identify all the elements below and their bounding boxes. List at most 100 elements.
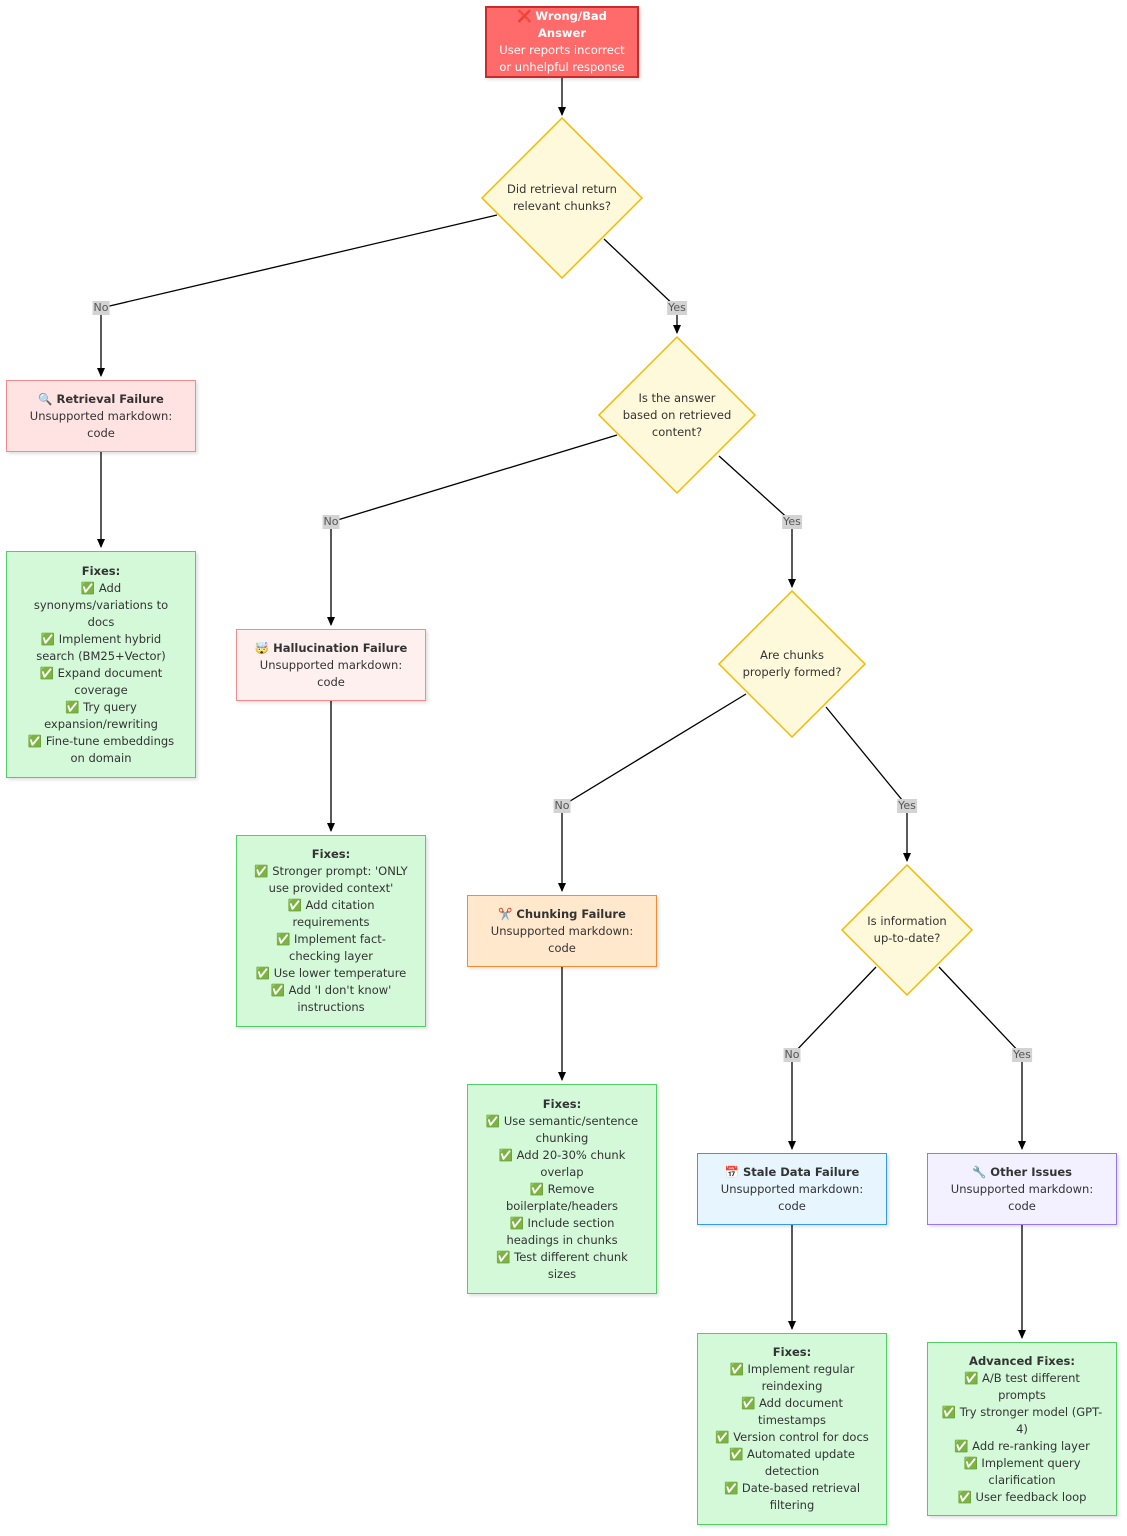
stale-data-fixes-node: Fixes: ✅ Implement regular reindexing ✅ … [697, 1333, 887, 1525]
fix-line: ✅ Add document [741, 1396, 843, 1410]
fix-line: expansion/rewriting [44, 716, 158, 731]
fix-line: search (BM25+Vector) [36, 648, 166, 663]
fix-line: checking layer [289, 949, 373, 963]
fix-line: ✅ Expand document [39, 665, 163, 680]
decision-chunks-formed: Are chunks properly formed? [717, 589, 867, 739]
node-line: code [548, 940, 576, 955]
fix-line: chunking [535, 1130, 589, 1145]
fix-line: headings in chunks [506, 1232, 618, 1247]
hallucination-fixes-node: Fixes: ✅ Stronger prompt: 'ONLY use prov… [236, 835, 426, 1027]
fix-line: ✅ Implement fact- [276, 932, 386, 946]
edge-d1-no [97, 214, 498, 377]
retrieval-fixes-node: Fixes: ✅ Add synonyms/variations to docs… [6, 551, 196, 778]
fix-line: 4) [1016, 1421, 1028, 1436]
fix-line: ✅ Use lower temperature [255, 966, 407, 980]
fix-line: ✅ Implement regular [729, 1362, 855, 1376]
fix-line: ✅ Implement query [963, 1455, 1081, 1470]
decision-text: relevant chunks? [512, 199, 612, 213]
node-title: Fixes: [311, 847, 351, 861]
start-node-line: or unhelpful response [499, 60, 625, 74]
fix-line: filtering [769, 1498, 815, 1512]
fix-line: docs [87, 614, 115, 629]
node-title: Fixes: [542, 1096, 582, 1111]
fix-line: detection [764, 1464, 820, 1478]
node-line: code [87, 425, 115, 440]
fix-line: ✅ Test different chunk [496, 1249, 628, 1264]
node-title: 🔧 Other Issues [971, 1164, 1073, 1179]
start-node: ❌ Wrong/Bad Answer User reports incorrec… [485, 6, 639, 78]
decision-text: based on retrieved [622, 407, 732, 422]
fix-line: on domain [70, 750, 132, 765]
fix-line: synonyms/variations to [33, 597, 169, 612]
fix-line: sizes [547, 1266, 577, 1281]
fix-line: ✅ Add 20-30% chunk [498, 1147, 626, 1162]
decision-text: properly formed? [742, 665, 842, 679]
edge-label-no: No [92, 301, 110, 315]
fix-line: ✅ Version control for docs [715, 1430, 869, 1444]
edge-label-yes: Yes [667, 301, 687, 315]
fix-line: overlap [540, 1164, 584, 1179]
fix-line: ✅ Add citation [287, 898, 375, 912]
stale-data-failure-node: 📅 Stale Data Failure Unsupported markdow… [697, 1153, 887, 1225]
fix-line: ✅ A/B test different [964, 1370, 1080, 1385]
decision-text: content? [651, 424, 703, 439]
fix-line: ✅ Use semantic/sentence [485, 1113, 639, 1128]
fix-line: ✅ Automated update [729, 1447, 855, 1461]
node-title: Advanced Fixes: [969, 1353, 1075, 1368]
fix-line: ✅ Add [80, 580, 122, 595]
decision-text: Did retrieval return [507, 182, 617, 196]
edge-label-no: No [553, 799, 571, 813]
decision-text: Are chunks [760, 648, 824, 662]
node-title: 📅 Stale Data Failure [724, 1164, 860, 1179]
node-line: code [1008, 1198, 1036, 1213]
fix-line: reindexing [761, 1379, 823, 1393]
decision-retrieval-relevant: Did retrieval return relevant chunks? [480, 116, 644, 280]
decision-text: up-to-date? [873, 931, 941, 945]
decision-answer-based-on-content: Is the answer based on retrieved content… [597, 335, 757, 495]
start-node-line: User reports incorrect [499, 43, 625, 57]
fix-line: requirements [292, 915, 370, 929]
node-line: code [317, 674, 345, 689]
edge-label-no: No [783, 1048, 801, 1062]
chunking-failure-node: ✂️ Chunking Failure Unsupported markdown… [467, 895, 657, 967]
fix-line: ✅ Add 'I don't know' [270, 983, 392, 997]
fix-line: ✅ Stronger prompt: 'ONLY [254, 864, 408, 878]
edge-d2-no [327, 434, 618, 626]
fix-line: ✅ Try stronger model (GPT- [941, 1404, 1103, 1419]
node-line: Unsupported markdown: [490, 923, 634, 938]
fix-line: clarification [988, 1472, 1056, 1487]
start-node-title: ❌ Wrong/Bad Answer [517, 9, 607, 40]
fix-line: instructions [297, 1000, 365, 1014]
fix-line: ✅ Add re-ranking layer [954, 1438, 1090, 1453]
node-title: Fixes: [772, 1345, 812, 1359]
decision-text: Is information [867, 914, 947, 928]
node-line: Unsupported markdown: [259, 657, 403, 672]
node-title: 🔍 Retrieval Failure [38, 391, 164, 406]
edge-label-no: No [322, 515, 340, 529]
decision-text: Is the answer [638, 390, 716, 405]
fix-line: ✅ Implement hybrid [40, 631, 162, 646]
other-issues-fixes-node: Advanced Fixes: ✅ A/B test different pro… [927, 1342, 1117, 1516]
node-line: code [778, 1198, 806, 1213]
fix-line: use provided context' [268, 881, 394, 895]
node-title: ✂️ Chunking Failure [498, 906, 626, 921]
edge-label-yes: Yes [782, 515, 802, 529]
fix-line: boilerplate/headers [505, 1198, 619, 1213]
decision-up-to-date: Is information up-to-date? [840, 863, 974, 997]
fix-line: timestamps [757, 1413, 827, 1427]
node-title: Fixes: [81, 563, 121, 578]
fix-line: prompts [998, 1387, 1046, 1402]
fix-line: ✅ Try query [65, 699, 137, 714]
other-issues-node: 🔧 Other Issues Unsupported markdown: cod… [927, 1153, 1117, 1225]
node-title: 🤯 Hallucination Failure [254, 640, 408, 655]
edge-label-yes: Yes [1012, 1048, 1032, 1062]
fix-line: ✅ Include section [509, 1215, 615, 1230]
node-line: Unsupported markdown: [720, 1181, 864, 1196]
hallucination-failure-node: 🤯 Hallucination Failure Unsupported mark… [236, 629, 426, 701]
fix-line: ✅ User feedback loop [957, 1489, 1087, 1504]
edge-label-yes: Yes [897, 799, 917, 813]
retrieval-failure-node: 🔍 Retrieval Failure Unsupported markdown… [6, 380, 196, 452]
node-line: Unsupported markdown: [29, 408, 173, 423]
fix-line: coverage [74, 682, 128, 697]
node-line: Unsupported markdown: [950, 1181, 1094, 1196]
